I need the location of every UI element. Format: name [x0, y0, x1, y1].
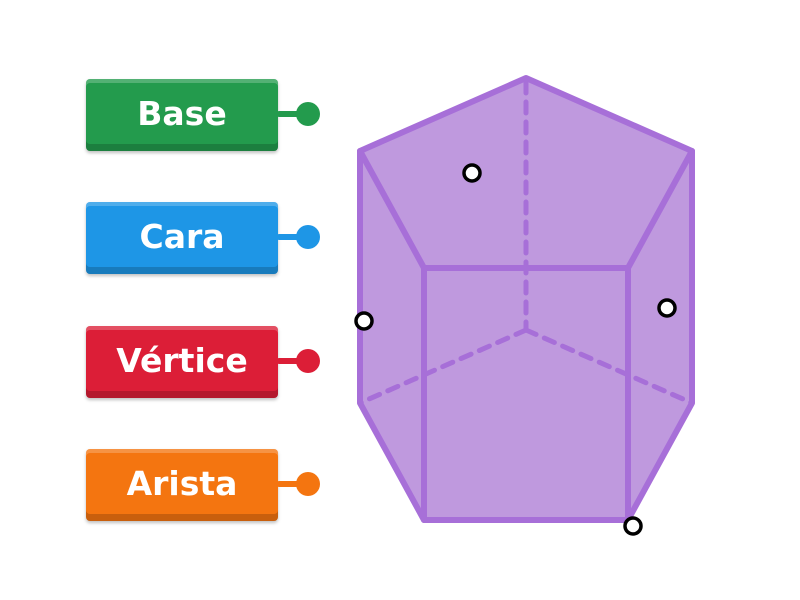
hidden-edge-right	[523, 327, 695, 406]
label-arista-connector	[276, 481, 304, 487]
target-bottom-vertex[interactable]	[623, 516, 643, 536]
label-vertice-pin[interactable]	[296, 349, 320, 373]
edge-top-left	[357, 148, 427, 271]
target-right-face[interactable]	[657, 298, 677, 318]
target-left-edge[interactable]	[354, 311, 374, 331]
label-base-box[interactable]: Base	[86, 79, 278, 151]
label-cara-text: Cara	[139, 216, 225, 256]
label-base-text: Base	[137, 93, 227, 133]
target-top-face[interactable]	[462, 163, 482, 183]
label-base[interactable]: Base	[86, 79, 326, 151]
label-arista-box[interactable]: Arista	[86, 449, 278, 521]
prism-fill	[360, 78, 692, 520]
prism-silhouette	[360, 78, 692, 520]
label-arista[interactable]: Arista	[86, 449, 326, 521]
hidden-edge-left	[357, 327, 529, 406]
label-cara-connector	[276, 234, 304, 240]
label-base-pin[interactable]	[296, 102, 320, 126]
label-arista-text: Arista	[126, 463, 238, 503]
edge-top-right	[625, 148, 695, 271]
visible-edges	[357, 75, 695, 523]
label-base-connector	[276, 111, 304, 117]
label-vertice-box[interactable]: Vértice	[86, 326, 278, 398]
label-cara[interactable]: Cara	[86, 202, 326, 274]
label-cara-pin[interactable]	[296, 225, 320, 249]
label-vertice-connector	[276, 358, 304, 364]
outer-outline	[357, 75, 695, 523]
drop-targets[interactable]	[354, 163, 677, 536]
hidden-edges	[357, 79, 695, 406]
label-vertice-text: Vértice	[116, 340, 248, 380]
label-cara-box[interactable]: Cara	[86, 202, 278, 274]
label-vertice[interactable]: Vértice	[86, 326, 326, 398]
front-face	[421, 265, 631, 523]
label-arista-pin[interactable]	[296, 472, 320, 496]
